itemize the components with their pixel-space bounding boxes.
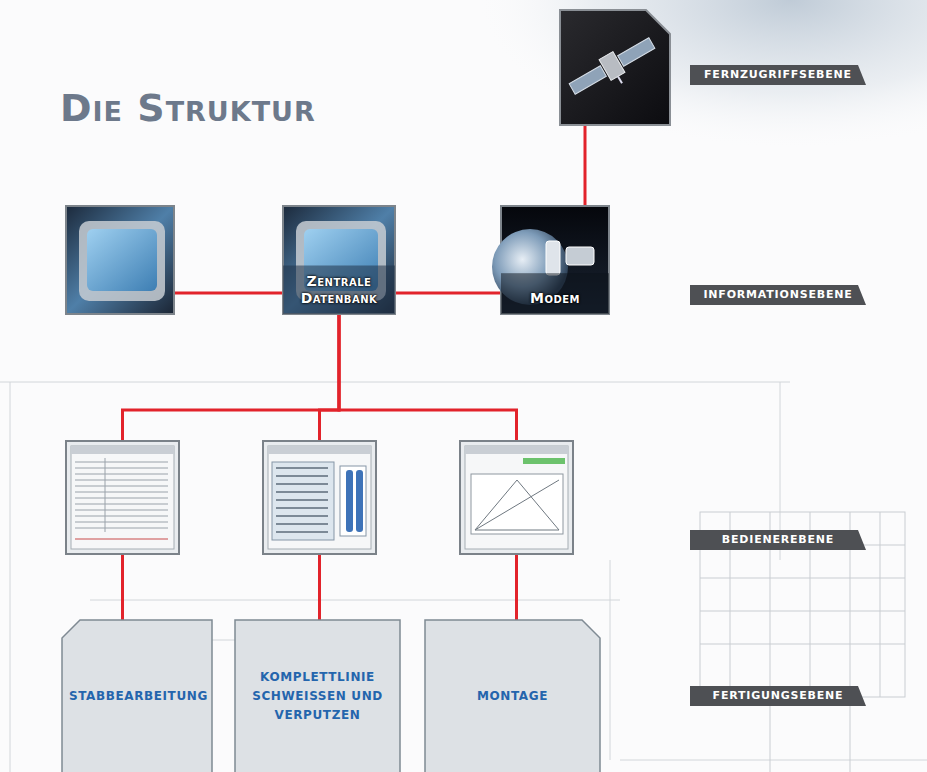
level-tab: INFORMATIONSEBENE [690, 285, 866, 305]
production-box: MONTAGE [425, 620, 600, 772]
screen-picture-outline [65, 440, 180, 555]
screen-picture-outline [459, 440, 574, 555]
connector-line [584, 125, 587, 205]
connector-line [515, 555, 518, 620]
level-label: FERTIGUNGSEBENE [713, 687, 844, 705]
monitor-picture [65, 205, 175, 315]
level-label: INFORMATIONSEBENE [703, 286, 852, 304]
box-label: Zentrale Datenbank [289, 273, 389, 307]
level-tab: FERTIGUNGSEBENE [690, 686, 866, 706]
connector-line [320, 315, 340, 440]
connector-line [339, 315, 517, 440]
level-label: FERNZUGRIFFSEBENE [704, 66, 852, 84]
diagram-title: Die Struktur [60, 86, 316, 130]
connector-line [123, 315, 340, 440]
screen-picture [65, 440, 180, 555]
production-box: KOMPLETTLINIE SCHWEISSEN UND VERPUTZEN [235, 620, 400, 772]
connector-line [121, 555, 124, 620]
connector-line [318, 555, 321, 620]
satellite-picture-outline [560, 10, 670, 125]
box-label: STABBEARBEITUNG [69, 687, 205, 706]
screen-picture [459, 440, 574, 555]
screen-picture-outline [262, 440, 377, 555]
level-label: BEDIENEREBENE [722, 531, 834, 549]
modem-box: Modem [500, 205, 610, 315]
database-box: Zentrale Datenbank [282, 205, 396, 315]
connector-line [396, 292, 500, 295]
screen-picture [262, 440, 377, 555]
connector-line [175, 292, 282, 295]
box-label: KOMPLETTLINIE SCHWEISSEN UND VERPUTZEN [248, 668, 388, 725]
box-label: Modem [530, 290, 580, 307]
satellite-picture [560, 10, 670, 125]
box-label: MONTAGE [477, 687, 548, 706]
level-tab: BEDIENEREBENE [690, 530, 866, 550]
monitor-picture-outline [65, 205, 175, 315]
level-tab: FERNZUGRIFFSEBENE [690, 65, 866, 85]
production-box: STABBEARBEITUNG [62, 620, 212, 772]
